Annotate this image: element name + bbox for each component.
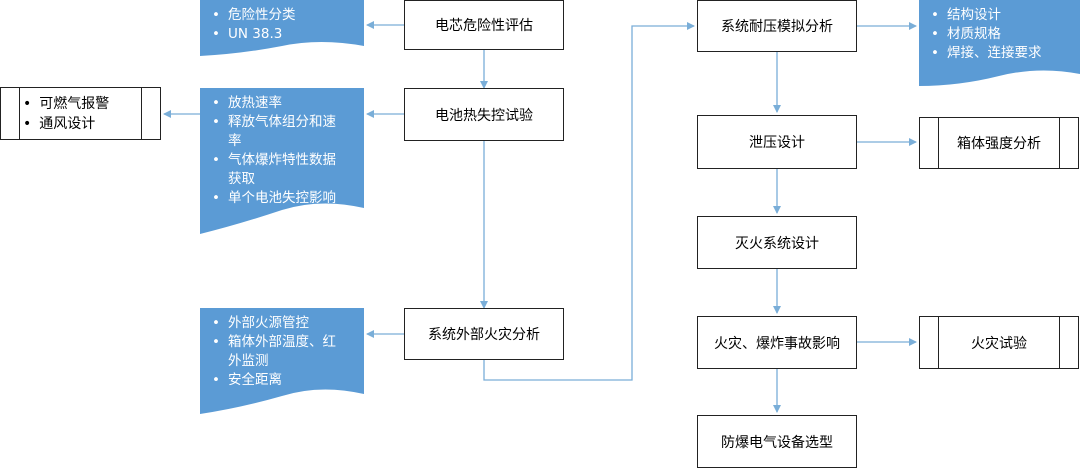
node-fire-suppression: 灭火系统设计 [697, 216, 857, 269]
note-item-cont: 率 [228, 133, 242, 149]
node-fire-test: 火灾试验 [919, 316, 1079, 369]
side-list-box: 可燃气报警 通风设计 [0, 87, 161, 140]
note-item: UN 38.3 [212, 25, 356, 44]
note-item: 结构设计 [931, 6, 1072, 25]
side-list: 可燃气报警 通风设计 [1, 94, 109, 134]
edge-external-to-pressure [483, 22, 695, 381]
note-item: 安全距离 [212, 371, 356, 390]
note-item: 气体爆炸特性数据 [212, 151, 356, 170]
side-list-item: 可燃气报警 [37, 94, 109, 114]
node-explosion-proof: 防爆电气设备选型 [697, 415, 857, 468]
note-external: 外部火源管控 箱体外部温度、红 外监测 安全距离 [200, 308, 364, 414]
node-hazard-eval: 电芯危险性评估 [404, 0, 564, 50]
note-runaway: 放热速率 释放气体组分和速 率 气体爆炸特性数据 获取 单个电池失控影响 [200, 88, 364, 234]
note-hazard: 危险性分类 UN 38.3 [200, 0, 364, 56]
note-item: 焊接、连接要求 [931, 44, 1072, 63]
node-thermal-runaway-test: 电池热失控试验 [404, 88, 564, 141]
note-item: 放热速率 [212, 94, 356, 113]
note-structure: 结构设计 材质规格 焊接、连接要求 [919, 0, 1080, 86]
note-item: 释放气体组分和速 [212, 113, 356, 132]
node-box-strength: 箱体强度分析 [919, 117, 1079, 169]
node-fire-explosion-impact: 火灾、爆炸事故影响 [697, 316, 857, 369]
note-item: 外部火源管控 [212, 314, 356, 333]
note-item: 材质规格 [931, 25, 1072, 44]
node-box-strength-label: 箱体强度分析 [957, 136, 1041, 152]
node-pressure-sim: 系统耐压模拟分析 [697, 0, 857, 52]
node-pressure-relief: 泄压设计 [697, 115, 857, 169]
node-external-fire: 系统外部火灾分析 [404, 308, 564, 360]
note-item: 危险性分类 [212, 6, 356, 25]
note-item: 单个电池失控影响 [212, 189, 356, 208]
node-fire-test-label: 火灾试验 [971, 335, 1027, 352]
side-list-item: 通风设计 [37, 114, 109, 134]
note-item-cont: 外监测 [228, 353, 269, 369]
note-item: 箱体外部温度、红 [212, 333, 356, 352]
note-item-cont: 获取 [228, 171, 255, 187]
